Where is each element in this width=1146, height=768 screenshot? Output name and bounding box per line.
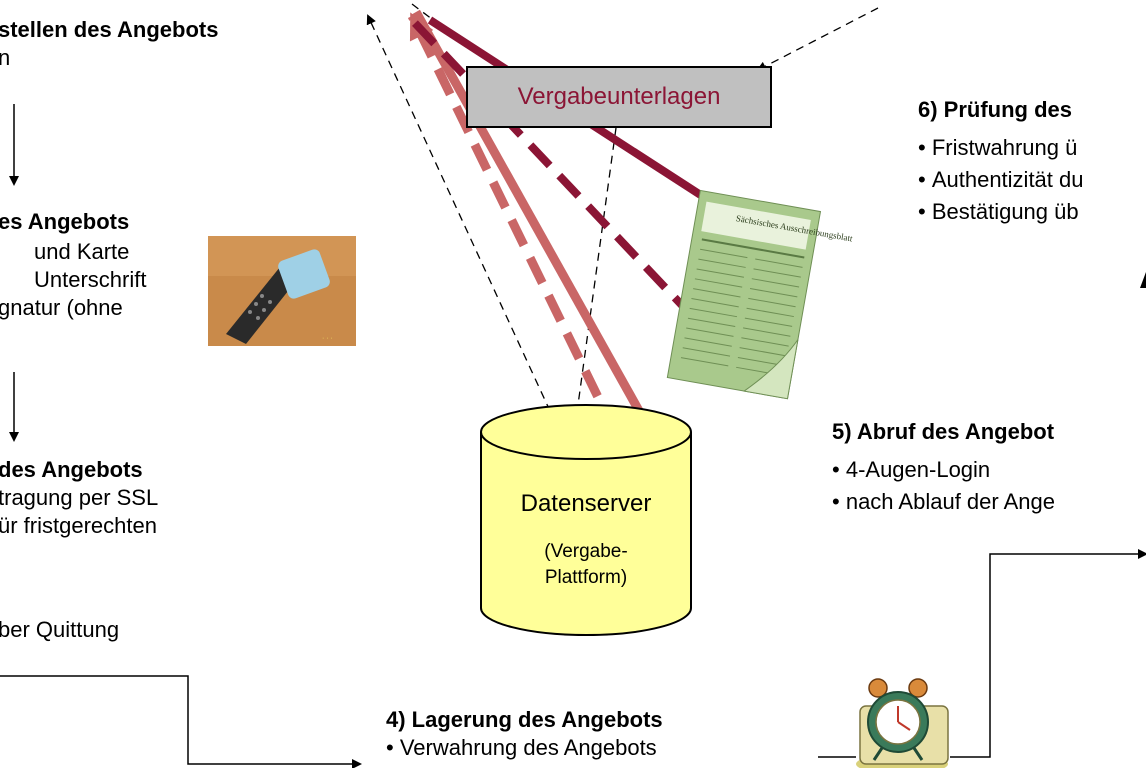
alarm-clock-icon bbox=[856, 678, 949, 768]
step2-line-2: Unterschrift bbox=[34, 267, 147, 292]
step3-line-2: ür fristgerechten bbox=[0, 513, 157, 538]
dashed-arrow-server-to-bidder bbox=[366, 14, 557, 425]
darkred-dashed-line-newspaper bbox=[409, 17, 697, 321]
flow-arrow-5-6 bbox=[1140, 272, 1146, 288]
step6-title: 6) Prüfung des bbox=[918, 97, 1073, 122]
database-cylinder bbox=[480, 404, 692, 636]
step6-bullet-1: Fristwahrung ü bbox=[918, 134, 1078, 162]
step3-line-1: tragung per SSL bbox=[0, 485, 159, 510]
step6-bullet-3: Bestätigung üb bbox=[918, 198, 1079, 226]
step5-title: 5) Abruf des Angebot bbox=[832, 419, 1055, 444]
step1-line: n bbox=[0, 45, 11, 70]
step2-line-3: gnatur (ohne bbox=[0, 295, 123, 320]
vergabeunterlagen-box: Vergabeunterlagen bbox=[466, 66, 772, 128]
step2-line-1: und Karte bbox=[34, 239, 130, 264]
step4-title: 4) Lagerung des Angebots bbox=[386, 707, 663, 732]
flow-arrow-3-4 bbox=[0, 675, 362, 768]
database-subtitle-2: Plattform) bbox=[544, 567, 628, 588]
database-subtitle-1: (Vergabe- bbox=[544, 541, 628, 562]
card-reader-image: · · · bbox=[208, 236, 356, 346]
step3-line-3: ber Quittung bbox=[0, 617, 120, 642]
newspaper-image: Sächsisches Ausschreibungsblatt bbox=[666, 189, 854, 400]
dashed-arrow-right-to-box bbox=[756, 7, 879, 71]
step2-title: es Angebots bbox=[0, 209, 130, 234]
step5-bullet-2: nach Ablauf der Ange bbox=[832, 488, 1055, 516]
vergabeunterlagen-label: Vergabeunterlagen bbox=[517, 83, 721, 110]
svg-text:· · ·: · · · bbox=[322, 335, 333, 342]
step1-title: stellen des Angebots bbox=[0, 17, 219, 42]
step4-bullet: Verwahrung des Angebots bbox=[386, 734, 657, 762]
flow-arrow-clock-5 bbox=[950, 549, 1146, 758]
step6-bullet-2: Authentizität du bbox=[918, 166, 1084, 194]
step3-title: des Angebots bbox=[0, 457, 143, 482]
red-dashed-arrow-server-up bbox=[407, 12, 621, 436]
dashed-arrow-box-to-server bbox=[570, 127, 617, 436]
red-solid-arrow-server-up bbox=[412, 9, 656, 437]
step5-bullet-1: 4-Augen-Login bbox=[832, 456, 990, 484]
database-title: Datenserver bbox=[520, 490, 652, 517]
